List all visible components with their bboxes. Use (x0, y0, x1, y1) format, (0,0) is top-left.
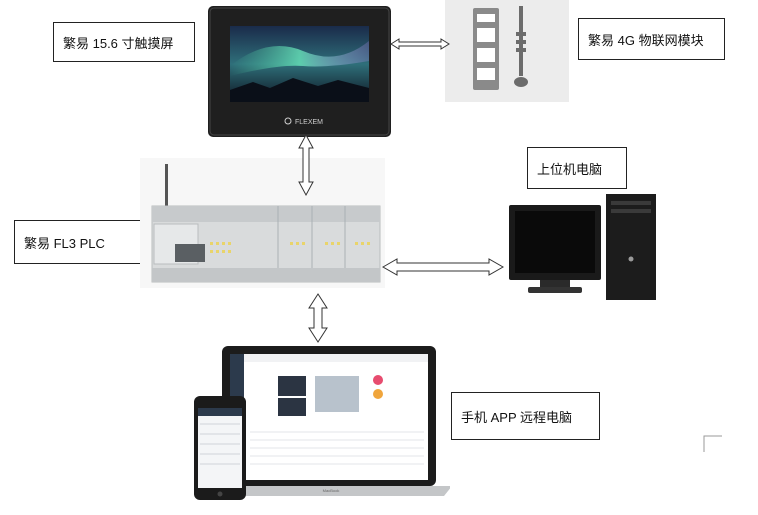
host-pc-device (500, 187, 660, 302)
touchscreen-device: FLEXEM (208, 6, 391, 137)
plc-device (140, 158, 385, 288)
arrow-plc-host-pc (381, 258, 505, 276)
phone-icon (194, 396, 246, 500)
arrow-hmi-plc (298, 133, 314, 197)
arrow-hmi-iot-module (390, 38, 450, 50)
touchscreen-logo-text: FLEXEM (295, 119, 323, 126)
plc-antenna-icon (165, 164, 168, 208)
label-mobile-remote: 手机 APP 远程电脑 (451, 392, 600, 440)
label-host-pc: 上位机电脑 (527, 147, 627, 189)
iot-module-device (445, 0, 569, 102)
flexem-logo-icon (284, 117, 292, 125)
label-touchscreen: 繁易 15.6 寸触摸屏 (53, 22, 195, 62)
arrow-plc-mobile (308, 293, 328, 343)
tower-logo-icon (628, 256, 634, 262)
corner-mark (703, 435, 722, 452)
mobile-laptop-device: MacBook (190, 340, 450, 505)
laptop-brand-text: MacBook (323, 488, 340, 493)
label-plc: 繁易 FL3 PLC (14, 220, 148, 264)
antenna-icon (514, 6, 528, 87)
label-iot-module: 繁易 4G 物联网模块 (578, 18, 725, 60)
